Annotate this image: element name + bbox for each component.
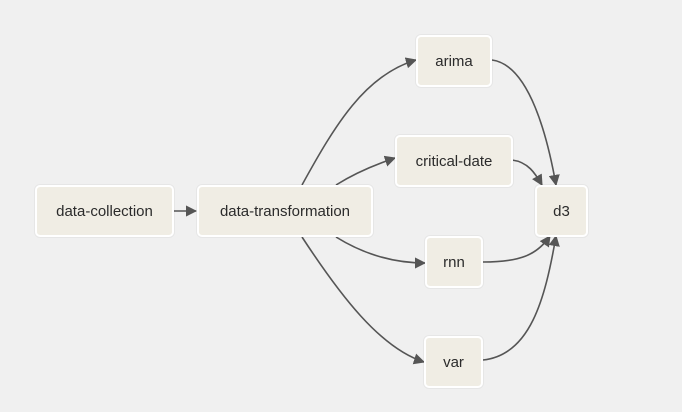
edge-data-transformation-to-critical-date xyxy=(335,155,397,186)
edge-rnn-to-d3 xyxy=(482,235,551,263)
node-label-d3: d3 xyxy=(553,202,570,220)
node-d3[interactable]: d3 xyxy=(535,185,588,237)
edge-arima-to-d3 xyxy=(491,59,560,187)
edge-data-transformation-to-arima xyxy=(301,57,418,186)
node-label-var: var xyxy=(443,353,464,371)
edge-var-to-d3 xyxy=(482,234,560,361)
edge-data-transformation-to-rnn xyxy=(335,236,427,269)
edge-critical-date-to-d3 xyxy=(511,159,543,186)
node-label-data-collection: data-collection xyxy=(56,202,153,220)
edge-data-transformation-to-var xyxy=(301,236,426,365)
node-rnn[interactable]: rnn xyxy=(425,236,483,288)
node-var[interactable]: var xyxy=(424,336,483,388)
node-data-collection[interactable]: data-collection xyxy=(35,185,174,237)
node-data-transformation[interactable]: data-transformation xyxy=(197,185,373,237)
node-label-critical-date: critical-date xyxy=(415,152,493,170)
node-arima[interactable]: arima xyxy=(416,35,492,87)
node-critical-date[interactable]: critical-date xyxy=(395,135,513,187)
node-label-data-transformation: data-transformation xyxy=(219,202,351,220)
node-label-rnn: rnn xyxy=(443,253,465,271)
node-label-arima: arima xyxy=(435,52,473,70)
